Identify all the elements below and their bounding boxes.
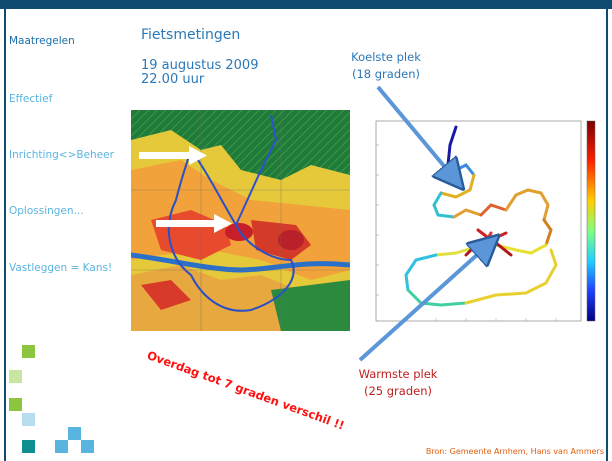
decor-square xyxy=(9,370,22,383)
warm-spot-temperature: (25 graden) xyxy=(363,384,432,398)
temperature-difference-note: Overdag tot 7 graden verschil !! xyxy=(145,348,347,433)
nav-item-inrichting-beheer[interactable]: Inrichting<>Beheer xyxy=(9,149,114,161)
cool-spot-title: Koelste plek xyxy=(351,50,421,64)
temperature-route-plot xyxy=(366,115,606,329)
decor-square xyxy=(22,345,35,358)
cool-spot-label: Koelste plek (18 graden) xyxy=(338,49,434,83)
nav-item-effectief[interactable]: Effectief xyxy=(9,93,53,105)
decor-square xyxy=(68,427,81,440)
decor-square xyxy=(9,398,22,411)
heat-map-image xyxy=(131,110,350,331)
cool-spot-temperature: (18 graden) xyxy=(351,67,420,81)
measurement-datetime: 19 augustus 2009 22.00 uur xyxy=(141,59,258,87)
nav-item-vastleggen[interactable]: Vastleggen = Kans! xyxy=(9,262,113,274)
measurement-date: 19 augustus 2009 xyxy=(141,58,259,73)
top-bar xyxy=(0,0,612,9)
decor-square xyxy=(81,440,94,453)
nav-item-maatregelen[interactable]: Maatregelen xyxy=(9,35,75,47)
measurement-time: 22.00 uur xyxy=(141,72,205,87)
left-border xyxy=(4,9,6,461)
warm-spot-label: Warmste plek (25 graden) xyxy=(350,366,446,400)
decor-square xyxy=(22,413,35,426)
page-title: Fietsmetingen xyxy=(141,27,241,43)
warm-spot-title: Warmste plek xyxy=(358,367,438,381)
source-credit: Bron: Gemeente Arnhem, Hans van Ammers xyxy=(425,447,604,456)
decor-square xyxy=(22,440,35,453)
nav-item-oplossingen[interactable]: Oplossingen... xyxy=(9,205,84,217)
decor-square xyxy=(55,440,68,453)
right-border xyxy=(606,9,608,461)
